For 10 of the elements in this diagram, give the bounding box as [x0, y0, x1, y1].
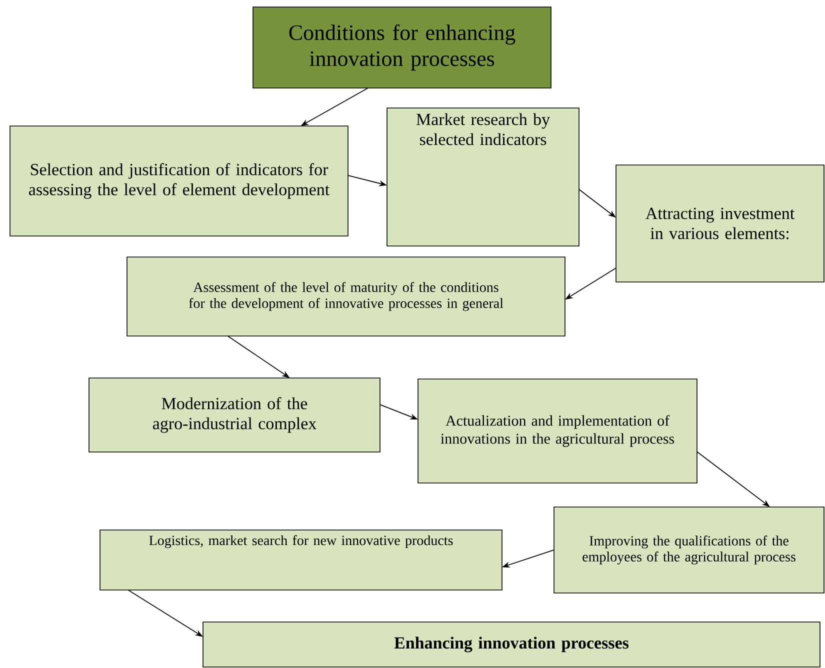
process-box: Modernization of the agro-industrial complex — [88, 378, 380, 452]
process-box: Actualization and implementation of innovations in the agricultural process — [418, 378, 698, 484]
process-box: Selection and justification of indicators for assessing the level of element development — [10, 126, 348, 236]
heading-box: Conditions for enhancing innovation processes — [252, 6, 552, 88]
process-box: Market research by selected indicators — [386, 108, 580, 246]
process-box: Improving the qualifications of the employees of the agricultural process — [554, 506, 824, 594]
process-box: Attracting investment in various elements: — [616, 164, 824, 282]
process-box: Assessment of the level of maturity of the conditions for the development of innovative processes in general — [126, 256, 566, 336]
result-box: Enhancing innovation processes — [202, 622, 820, 668]
process-box: Logistics, market search for new innovative products — [100, 530, 502, 590]
